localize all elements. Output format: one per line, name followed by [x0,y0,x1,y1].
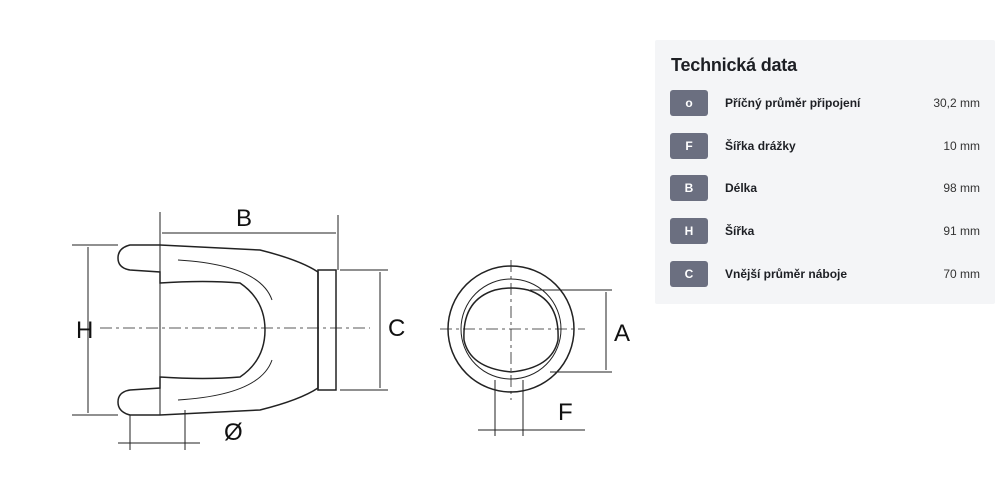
dimension-label-c: C [388,315,405,342]
spec-value: 30,2 mm [933,96,980,110]
hub-flange [317,269,337,391]
spec-row: H Šířka 91 mm [670,218,980,244]
spec-code-badge: o [670,90,708,116]
spec-code-badge: C [670,261,708,287]
dimension-label-diameter: Ø [224,419,243,446]
spec-row: o Příčný průměr připojení 30,2 mm [670,90,980,116]
spec-code-badge: F [670,133,708,159]
technical-data-panel: Technická data o Příčný průměr připojení… [655,40,995,304]
panel-title: Technická data [671,55,797,75]
spec-label: Šířka drážky [725,139,796,153]
spec-value: 10 mm [943,139,980,153]
spec-code-badge: H [670,218,708,244]
spec-value: 98 mm [943,181,980,195]
yoke-outline [117,244,319,416]
profile-triangle [463,287,559,373]
dimension-label-f: F [558,399,573,426]
spec-code-badge: B [670,175,708,201]
spec-value: 70 mm [943,267,980,281]
technical-drawing: B H C Ø A F [72,205,630,450]
spec-label: Příčný průměr připojení [725,96,861,110]
dimension-label-h: H [76,317,93,344]
spec-row: F Šířka drážky 10 mm [670,133,980,159]
spec-row: C Vnější průměr náboje 70 mm [670,261,980,287]
spec-label: Šířka [725,224,755,238]
spec-value: 91 mm [943,224,980,238]
spec-label: Vnější průměr náboje [725,267,848,281]
dimension-label-b: B [236,205,252,232]
spec-label: Délka [725,181,758,195]
dimension-label-a: A [614,320,630,347]
spec-row: B Délka 98 mm [670,175,980,201]
